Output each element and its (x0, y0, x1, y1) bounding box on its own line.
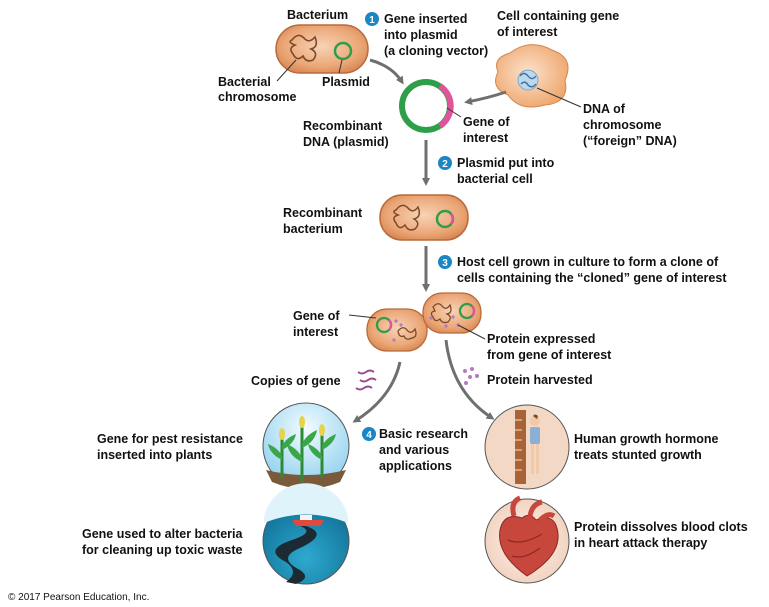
growth-hormone-image (484, 404, 570, 490)
blood-clots-label-2: in heart attack therapy (574, 536, 707, 550)
height-chart-icon (515, 410, 526, 484)
foreign-cell (495, 44, 569, 108)
recombinant-dna-label-1: Recombinant (303, 119, 383, 133)
step-3-text-1: Host cell grown in culture to form a clo… (457, 255, 719, 269)
foreign-dna-icon (519, 72, 537, 88)
gene-of-interest-plasmid-label-1: Gene of (463, 115, 510, 129)
toxic-waste-label-2: for cleaning up toxic waste (82, 543, 242, 557)
protein-expressed-label-1: Protein expressed (487, 332, 595, 346)
arrow-to-research (352, 361, 402, 423)
copies-of-gene-label: Copies of gene (251, 374, 341, 388)
recombinant-dna-label-2: DNA (plasmid) (303, 135, 389, 149)
dna-of-chromosome-label-1: DNA of (583, 102, 626, 116)
step-3-text-2: cells containing the “cloned” gene of in… (457, 271, 727, 285)
dna-pointer (536, 87, 582, 108)
plasmid-pointer (338, 59, 343, 74)
oil-slick-icon (275, 526, 317, 584)
plant-image (262, 402, 350, 490)
step-2-text-2: bacterial cell (457, 172, 533, 186)
recombinant-bacterium-cell (379, 194, 469, 241)
protein-harvested-label: Protein harvested (487, 373, 593, 387)
step-4-text-3: applications (379, 459, 452, 473)
cell-containing-gene-label-1: Cell containing gene (497, 9, 619, 23)
bacterium-cell (275, 24, 369, 74)
recombinant-bacterium-label-1: Recombinant (283, 206, 363, 220)
recombinant-plasmid (399, 79, 454, 133)
svg-text:1: 1 (369, 15, 375, 26)
growth-hormone-label-1: Human growth hormone (574, 432, 718, 446)
pest-resistance-label-2: inserted into plants (97, 448, 212, 462)
gene-of-interest-clone-pointer (348, 314, 377, 319)
copyright-notice: © 2017 Pearson Education, Inc. (8, 592, 149, 603)
growth-hormone-label-2: treats stunted growth (574, 448, 702, 462)
clone-cell-left (366, 308, 428, 352)
child-icon (530, 414, 540, 474)
plasmid-icon (333, 41, 353, 61)
gene-of-interest-clone-label-1: Gene of (293, 309, 340, 323)
step-1-text-3: (a cloning vector) (384, 44, 488, 58)
cell-containing-gene-label-2: of interest (497, 25, 558, 39)
gene-insert-icon (438, 83, 454, 129)
heart-image (484, 495, 570, 584)
svg-text:2: 2 (442, 159, 448, 170)
gene-copies-icon (355, 369, 377, 391)
protein-expressed-label-2: from gene of interest (487, 348, 612, 362)
gene-of-interest-pointer (446, 107, 462, 118)
bacterial-chromosome-label-2: chromosome (218, 90, 297, 104)
recombinant-bacterium-label-2: bacterium (283, 222, 343, 236)
plasmid-label: Plasmid (322, 75, 370, 89)
ship-icon (292, 520, 324, 526)
clone-cell-right (422, 292, 482, 334)
protein-dots-icon (463, 367, 479, 385)
toxic-waste-label-1: Gene used to alter bacteria (82, 527, 244, 541)
svg-text:3: 3 (442, 258, 448, 269)
gene-of-interest-clone-label-2: interest (293, 325, 339, 339)
bacterial-chromosome-icon (289, 34, 318, 62)
step-2-marker: 2 (438, 156, 452, 170)
dna-of-chromosome-label-2: chromosome (583, 118, 662, 132)
step-4-marker: 4 (362, 427, 376, 441)
step-2-text-1: Plasmid put into (457, 156, 555, 170)
toxic-waste-image (262, 483, 350, 585)
step-4-text-2: and various (379, 443, 449, 457)
blood-clots-label-1: Protein dissolves blood clots (574, 520, 748, 534)
step-4-text-1: Basic research (379, 427, 468, 441)
bacterium-label: Bacterium (287, 8, 348, 22)
protein-expressed-pointer (457, 324, 486, 340)
gene-of-interest-plasmid-label-2: interest (463, 131, 509, 145)
arrow-foreign-to-recombinant (464, 90, 507, 105)
step-3-marker: 3 (438, 255, 452, 269)
step-1-marker: 1 (365, 12, 379, 26)
arrow-plasmid-to-recombinant (369, 58, 404, 85)
chromosome-pointer (276, 59, 297, 82)
svg-text:4: 4 (366, 430, 372, 441)
step-1-text-1: Gene inserted (384, 12, 467, 26)
arrow-to-protein (444, 339, 495, 420)
pest-resistance-label-1: Gene for pest resistance (97, 432, 243, 446)
bacterial-chromosome-label-1: Bacterial (218, 75, 271, 89)
step-1-text-2: into plasmid (384, 28, 458, 42)
dna-of-chromosome-label-3: (“foreign” DNA) (583, 134, 677, 148)
